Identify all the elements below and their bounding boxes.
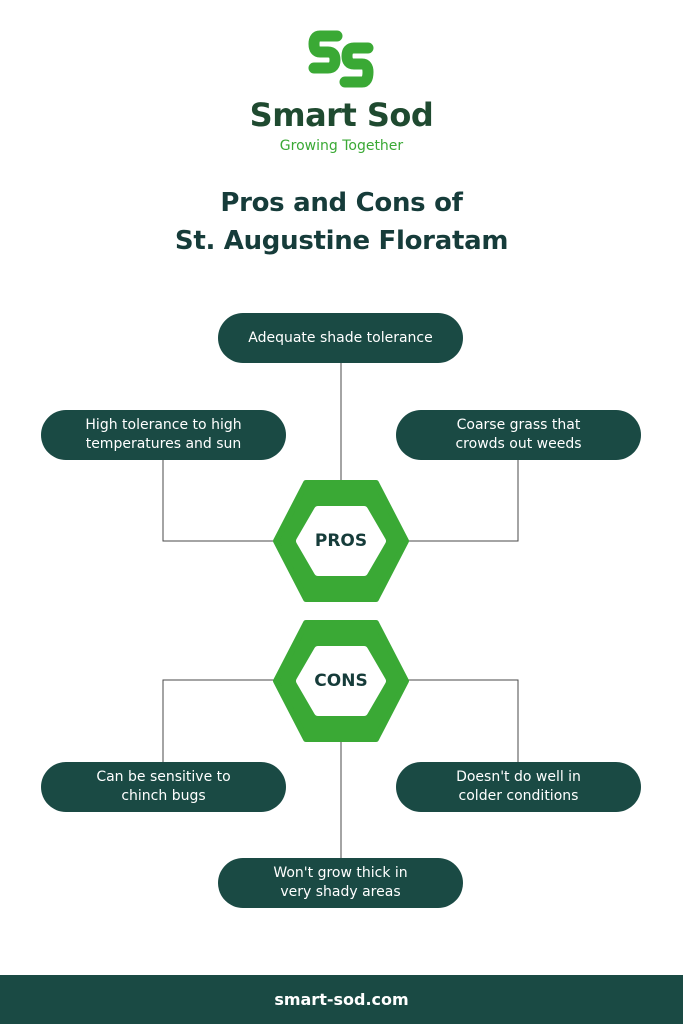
cons-connector-left [162,679,282,762]
con-item-left: Can be sensitive to chinch bugs [41,762,286,812]
pro-item-top: Adequate shade tolerance [218,313,463,363]
cons-label: CONS [314,671,368,691]
logo: Smart Sod Growing Together [0,0,683,170]
pros-hexagon-inner [296,506,386,576]
smart-sod-logo-icon [308,30,374,88]
cons-hexagon-inner [296,646,386,716]
cons-connector-right [400,679,519,762]
con-item-right: Doesn't do well in colder conditions [396,762,641,812]
page-title-line-2: St. Augustine Floratam [174,226,509,256]
pro-item-left: High tolerance to high temperatures and … [41,410,286,460]
pros-label: PROS [314,531,368,551]
footer-bar: smart-sod.com [0,975,683,1024]
pros-connector-left [162,460,282,542]
con-item-bottom: Won't grow thick in very shady areas [218,858,463,908]
brand-tagline: Growing Together [279,138,404,154]
pros-connector-right [400,460,519,542]
footer-url[interactable]: smart-sod.com [274,990,409,1009]
pro-item-right: Coarse grass that crowds out weeds [396,410,641,460]
brand-name: Smart Sod [249,96,434,134]
page-title-line-1: Pros and Cons of [220,188,463,218]
